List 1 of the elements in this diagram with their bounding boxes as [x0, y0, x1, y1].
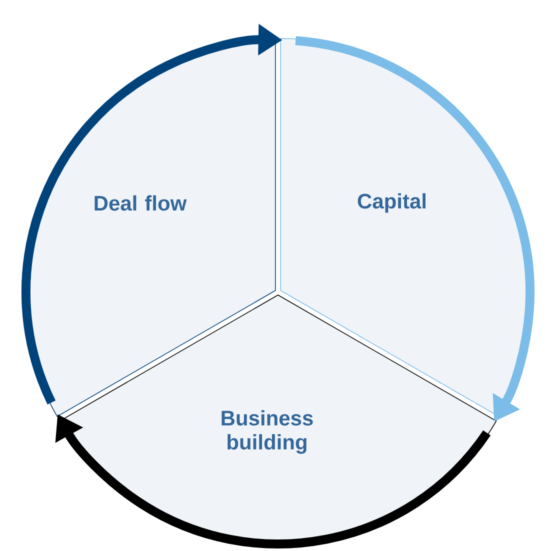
sector: Business building	[59, 294, 497, 548]
